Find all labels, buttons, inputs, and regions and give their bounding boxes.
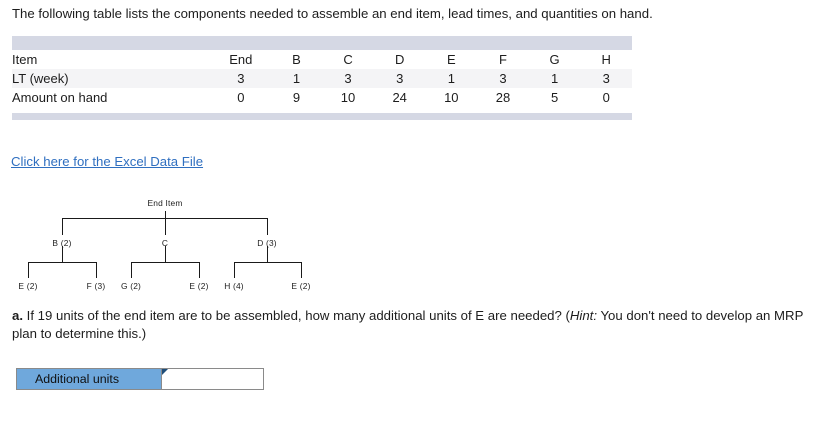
additional-units-input[interactable] [162, 369, 263, 389]
cell-lt-end: 3 [211, 69, 271, 88]
cell-onhand-c: 10 [340, 90, 356, 105]
tree-node-c: C [161, 238, 169, 248]
components-table: Item End B C D E F G H LT (week) 3 1 3 3… [12, 36, 632, 120]
row-label-amount-on-hand: Amount on hand [12, 90, 108, 105]
tree-node-root: End Item [147, 198, 183, 208]
cell-onhand-h: 0 [602, 90, 610, 105]
cell-item-end: End [229, 52, 253, 67]
cell-item-h: H [601, 52, 611, 67]
cell-item-f: F [498, 52, 507, 67]
answer-row: Additional units [16, 368, 264, 390]
row-label-item: Item [12, 52, 38, 67]
table-row: LT (week) 3 1 3 3 1 3 1 3 [12, 69, 632, 88]
cell-lt-f: 3 [477, 69, 529, 88]
intro-paragraph: The following table lists the components… [12, 6, 653, 21]
cell-onhand-f: 28 [495, 90, 511, 105]
cell-onhand-e: 10 [444, 90, 459, 105]
question-text: a. If 19 units of the end item are to be… [12, 307, 822, 342]
question-part-two: You don't need to develop an MRP plan to… [12, 308, 804, 341]
tree-node-g-under-c: G (2) [120, 281, 142, 291]
cell-lt-e: 1 [425, 69, 478, 88]
question-part-one: If 19 units of the end item are to be as… [26, 308, 570, 323]
tree-node-e-under-d: E (2) [291, 281, 311, 291]
cell-lt-b: 1 [270, 69, 323, 88]
question-marker: a. [12, 308, 23, 323]
tree-node-h-under-d: H (4) [224, 281, 244, 291]
tree-node-f-under-b: F (3) [86, 281, 106, 291]
question-hint-label: Hint: [569, 308, 598, 323]
components-data-table: Item End B C D E F G H LT (week) 3 1 3 3… [12, 50, 632, 107]
table-top-band [12, 36, 632, 50]
cell-item-b: B [292, 52, 301, 67]
cell-onhand-d: 24 [392, 90, 407, 105]
cell-item-g: G [549, 52, 560, 67]
answer-label: Additional units [17, 369, 161, 389]
cell-onhand-b: 9 [292, 90, 301, 105]
table-bottom-band [12, 113, 632, 120]
excel-data-file-link[interactable]: Click here for the Excel Data File [11, 154, 204, 169]
cell-item-d: D [394, 52, 405, 67]
cell-lt-d: 3 [373, 69, 426, 88]
tree-node-d: D (3) [257, 238, 277, 248]
bom-tree-diagram: End Item B (2) C D (3) E (2) F (3) G (2)… [0, 190, 340, 305]
cell-lt-g: 1 [528, 69, 581, 88]
cell-item-c: C [343, 52, 353, 67]
bom-tree-lines [28, 211, 302, 278]
cell-lt-c: 3 [322, 69, 374, 88]
cell-onhand-end: 0 [237, 90, 245, 105]
tree-node-e-under-c: E (2) [189, 281, 209, 291]
tree-node-b: B (2) [52, 238, 72, 248]
table-row: Item End B C D E F G H [12, 50, 632, 69]
table-row: Amount on hand 0 9 10 24 10 28 5 0 [12, 88, 632, 107]
tree-node-e-under-b: E (2) [18, 281, 38, 291]
answer-input-cell[interactable] [161, 369, 263, 389]
row-label-lead-time: LT (week) [12, 69, 211, 88]
cell-onhand-g: 5 [550, 90, 559, 105]
cell-lt-h: 3 [580, 69, 632, 88]
cell-item-e: E [446, 52, 456, 67]
